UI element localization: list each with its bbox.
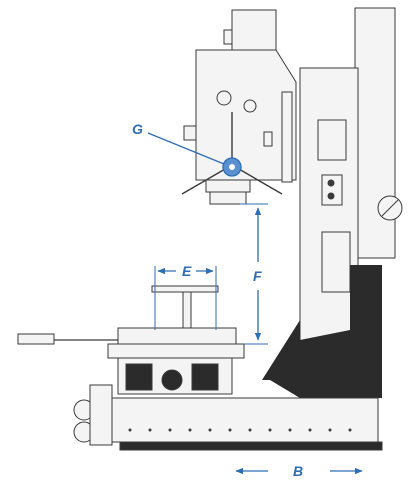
- g-leader-line: [147, 132, 225, 165]
- label-b: B: [293, 463, 303, 479]
- lever-knob: [17, 333, 55, 345]
- head-dial-icon: [243, 99, 257, 113]
- head-body: [195, 49, 297, 181]
- vise-jaws: [117, 327, 237, 345]
- saddle-hub-icon: [161, 369, 183, 391]
- motor-housing: [231, 9, 277, 51]
- base-feed-box: [89, 384, 113, 446]
- table-top: [107, 343, 245, 359]
- work-table: [107, 285, 245, 395]
- head-switch: [263, 131, 273, 147]
- base-bolt-row: [128, 428, 352, 432]
- spindle-nose: [209, 191, 247, 205]
- column-body: [299, 67, 359, 369]
- machine-base: [73, 384, 383, 451]
- base-body: [109, 397, 379, 443]
- milling-head: [183, 9, 297, 205]
- head-dial-icon: [216, 90, 232, 106]
- head-side-handle: [183, 125, 197, 141]
- saddle-window: [125, 363, 153, 391]
- column-lower-panel: [321, 231, 351, 293]
- control-button-icon: [327, 179, 335, 187]
- control-button-icon: [327, 192, 335, 200]
- spindle-housing: [205, 179, 251, 193]
- motor-cap: [223, 29, 233, 45]
- label-f: F: [253, 268, 262, 284]
- saddle-window: [191, 363, 219, 391]
- control-box: [321, 174, 343, 206]
- column-back-panel: [354, 7, 396, 259]
- column-wedge: [262, 320, 300, 380]
- vise-top-bar: [151, 285, 219, 293]
- head-rail: [281, 91, 293, 183]
- center-of-gravity-dot: [229, 164, 235, 170]
- label-g: G: [132, 121, 143, 137]
- wheel-spoke: [381, 199, 399, 217]
- dimension-lines: [147, 132, 363, 475]
- base-foot: [119, 441, 383, 451]
- label-e: E: [182, 263, 192, 279]
- machine-column: [299, 7, 403, 409]
- gauge-window: [317, 119, 347, 161]
